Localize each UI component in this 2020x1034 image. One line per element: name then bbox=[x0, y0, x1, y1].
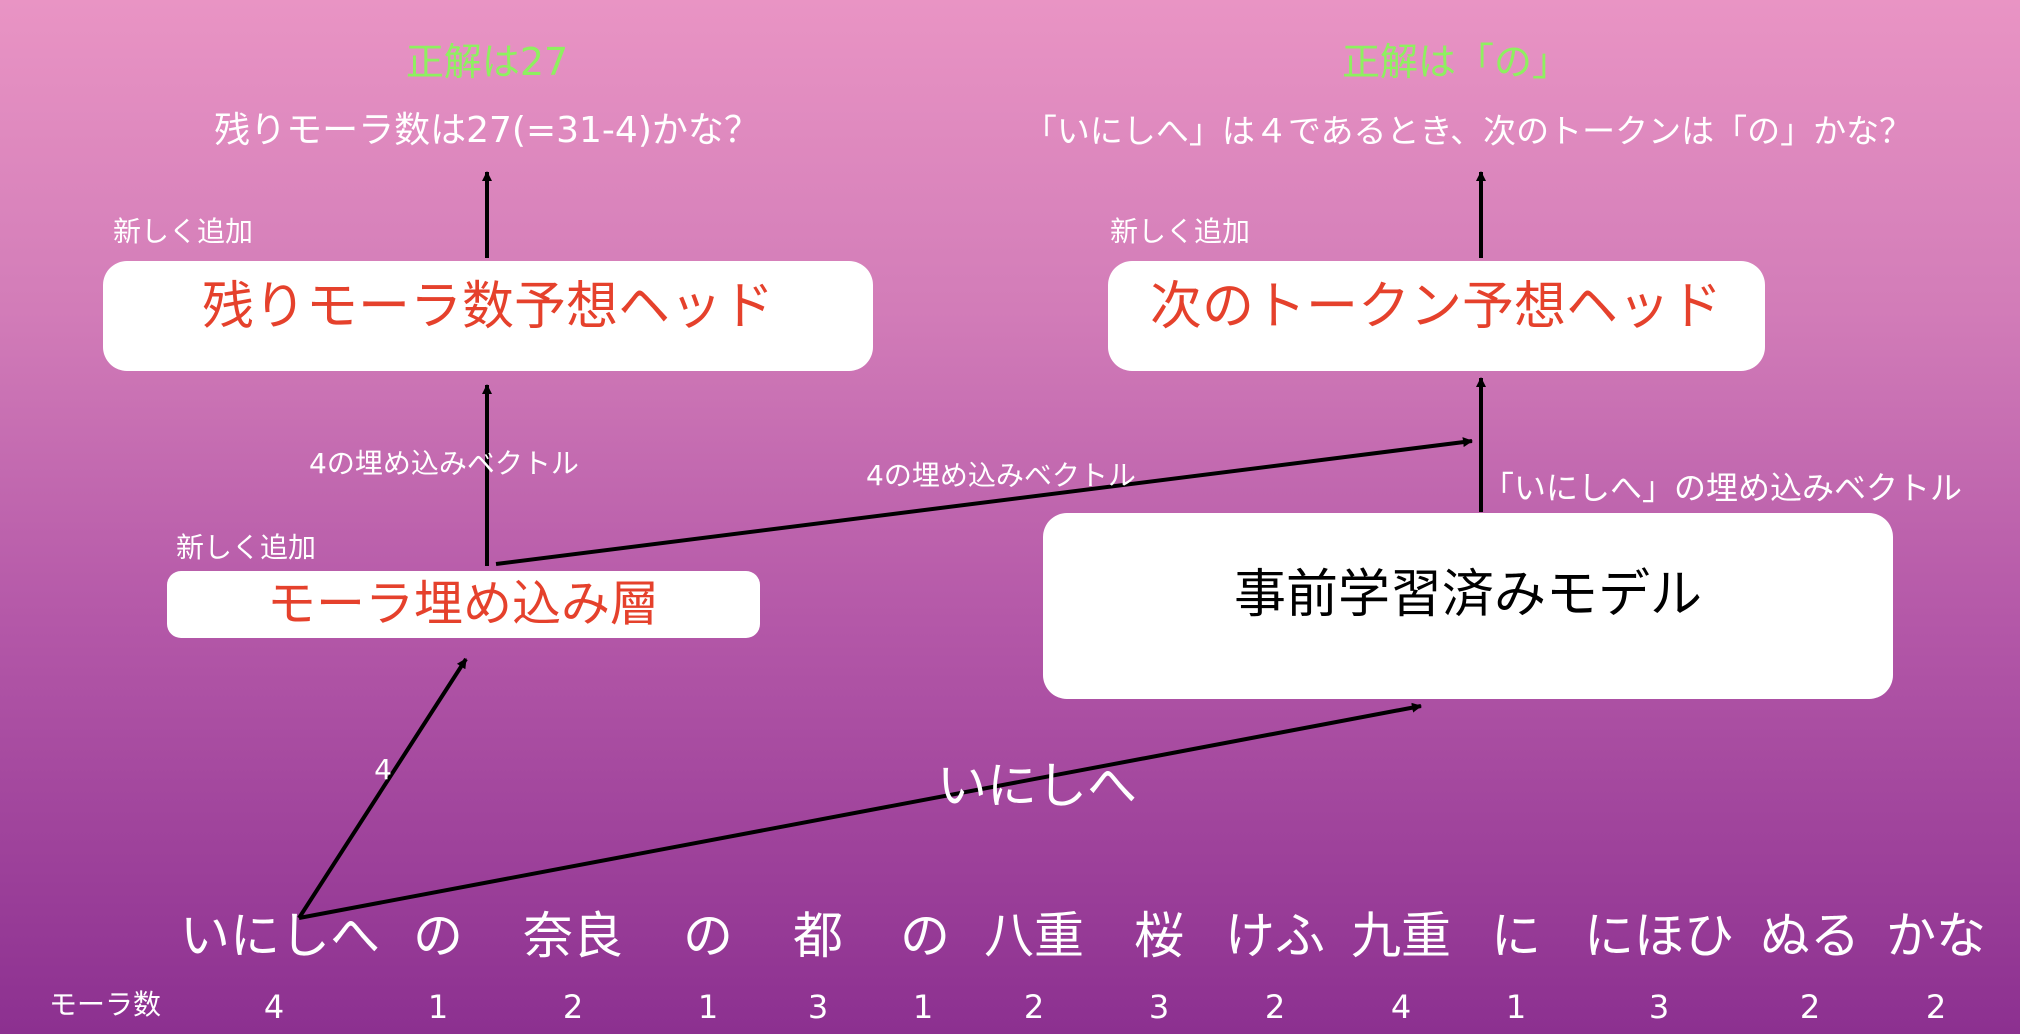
remaining-mora-head-label: 残りモーラ数予想ヘッド bbox=[201, 277, 775, 337]
word: 九重 bbox=[1351, 907, 1451, 965]
word: の bbox=[900, 907, 950, 965]
mora-count: 3 bbox=[1148, 988, 1170, 1026]
pretrained-model-label: 事前学習済みモデル bbox=[1233, 565, 1703, 625]
word: に bbox=[1491, 907, 1541, 965]
mora-up-edge-label: 4の埋め込みベクトル bbox=[309, 447, 579, 480]
mora-count: 4 bbox=[263, 988, 285, 1026]
mora-count: 3 bbox=[1648, 988, 1670, 1026]
next-token-head-box: 次のトークン予想ヘッド bbox=[1108, 261, 1765, 371]
right-head-new-label: 新しく追加 bbox=[1110, 215, 1251, 248]
next-token-head-label: 次のトークン予想ヘッド bbox=[1149, 277, 1723, 337]
left-question: 残りモーラ数は27(=31-4)かな？ bbox=[214, 110, 760, 151]
word: 奈良 bbox=[523, 907, 623, 965]
word: 都 bbox=[793, 907, 843, 965]
mora-count: 2 bbox=[1264, 988, 1286, 1026]
mora-count-header: モーラ数 bbox=[49, 988, 162, 1021]
word: ぬる bbox=[1760, 907, 1860, 965]
mora-count: 1 bbox=[427, 988, 449, 1026]
word: けふ bbox=[1225, 907, 1325, 965]
mora-count: 2 bbox=[1925, 988, 1947, 1026]
word: の bbox=[683, 907, 733, 965]
token-edge-label: いにしへ bbox=[937, 757, 1137, 815]
mora-count: 4 bbox=[1390, 988, 1412, 1026]
mora-count: 1 bbox=[697, 988, 719, 1026]
mora-count: 1 bbox=[912, 988, 934, 1026]
word: 八重 bbox=[984, 907, 1084, 965]
left-answer: 正解は27 bbox=[405, 40, 569, 84]
pretrained-up-edge-label: 「いにしへ」の埋め込みベクトル bbox=[1481, 469, 1963, 507]
pretrained-model-box: 事前学習済みモデル bbox=[1043, 513, 1893, 699]
mora-edge-label: 4 bbox=[374, 753, 392, 786]
word: 桜 bbox=[1134, 907, 1184, 965]
word: にほひ bbox=[1584, 907, 1734, 965]
arrow-mora-layer-to-right-head bbox=[495, 437, 1473, 566]
remaining-mora-head-box: 残りモーラ数予想ヘッド bbox=[103, 261, 873, 371]
mora-embedding-layer-label: モーラ埋め込み層 bbox=[266, 575, 660, 633]
right-question: 「いにしへ」は４であるとき、次のトークンは「の」かな？ bbox=[1023, 111, 1913, 151]
left-head-new-label: 新しく追加 bbox=[113, 215, 254, 248]
mora-count: 2 bbox=[1023, 988, 1045, 1026]
mora-side-edge-label: 4の埋め込みベクトル bbox=[866, 459, 1136, 492]
arrow-word-to-mora-layer bbox=[297, 657, 468, 920]
mora-count: 3 bbox=[807, 988, 829, 1026]
word: かな bbox=[1886, 907, 1986, 965]
mora-count: 2 bbox=[562, 988, 584, 1026]
mora-layer-new-label: 新しく追加 bbox=[176, 531, 317, 564]
mora-embedding-layer-box: モーラ埋め込み層 bbox=[167, 571, 760, 638]
word: の bbox=[413, 907, 463, 965]
word: いにしへ bbox=[180, 907, 380, 965]
right-answer: 正解は「の」 bbox=[1341, 40, 1571, 84]
mora-count: 2 bbox=[1799, 988, 1821, 1026]
arrow-word-to-pretrained bbox=[298, 702, 1422, 920]
mora-count: 1 bbox=[1505, 988, 1527, 1026]
